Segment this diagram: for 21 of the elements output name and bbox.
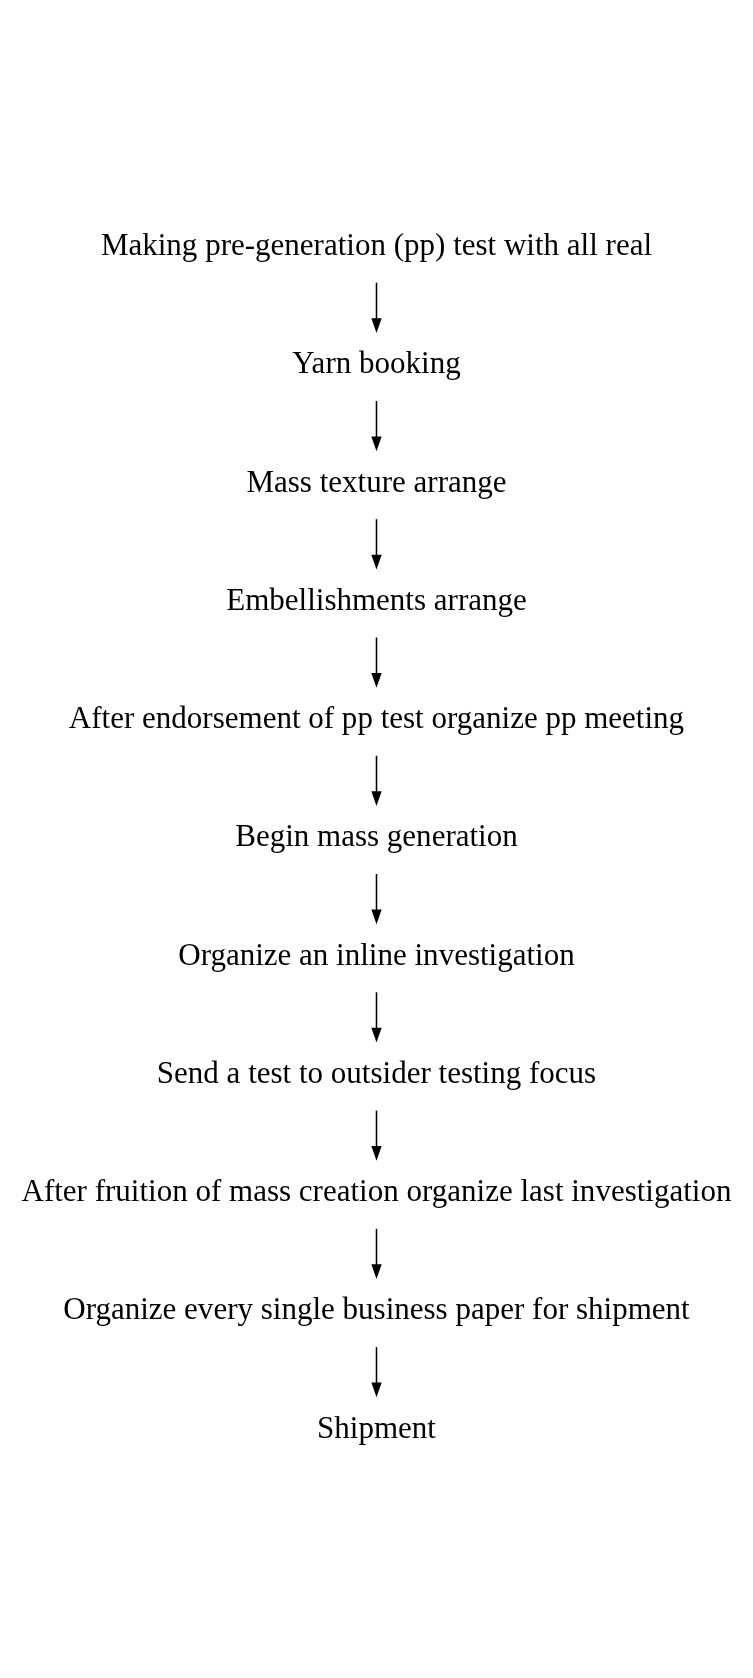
arrow (371, 991, 382, 1043)
arrow (371, 1109, 382, 1161)
node-text: Organize an inline investigation (178, 936, 575, 972)
arrow (371, 1228, 382, 1280)
node-text: After fruition of mass creation organize last investigation (21, 1173, 732, 1209)
node-text: Making pre-generation (pp) test with all real (100, 227, 653, 263)
arrow (371, 400, 382, 452)
node-text: Begin mass generation (235, 818, 518, 854)
node-text: Shipment (317, 1409, 436, 1445)
node-text: After endorsement of pp test organize pp meeting (68, 700, 685, 736)
arrow (371, 1346, 382, 1398)
node-text: Yarn booking (292, 345, 461, 381)
arrow (371, 281, 382, 333)
node-text: Mass texture arrange (246, 463, 507, 499)
node-text: Embellishments arrange (226, 581, 527, 617)
arrow (371, 873, 382, 925)
arrow (371, 755, 382, 806)
node-text: Organize every single business paper for shipment (63, 1291, 690, 1327)
arrow (371, 636, 382, 688)
arrow (371, 518, 382, 570)
node-text: Send a test to outsider testing focus (156, 1054, 597, 1090)
